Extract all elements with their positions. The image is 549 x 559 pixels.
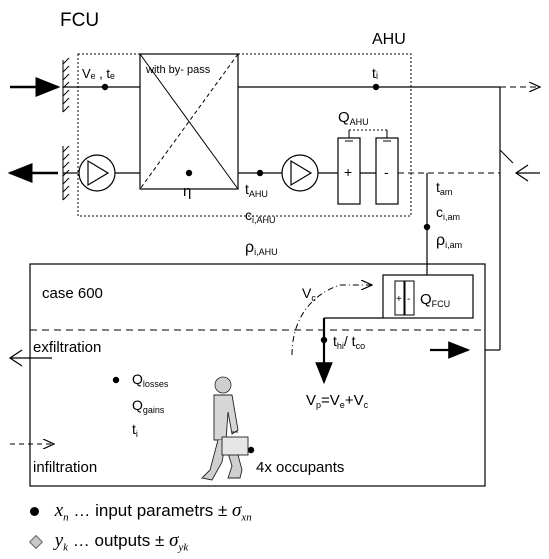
marker-occupants: [247, 446, 255, 454]
marker-ti-top: [372, 83, 380, 91]
q-gains-label: Qgains: [132, 397, 165, 415]
infiltration-label: infiltration: [33, 459, 97, 476]
rho-am-label: ρi,am: [436, 232, 462, 250]
t-ahu-label: tAHU: [245, 181, 268, 199]
coil-plus: +: [344, 164, 352, 180]
bypass-label: with by- pass: [145, 64, 211, 76]
q-losses-label: Qlosses: [132, 371, 169, 389]
exfiltration-label: exfiltration: [33, 339, 101, 356]
coil-minus: -: [384, 164, 389, 180]
fcu-unit: + -: [382, 274, 474, 319]
occupant-figure-icon: [201, 376, 249, 481]
marker-t-ahu: [256, 169, 264, 177]
q-ahu-label: QAHU: [338, 109, 369, 127]
ahu-boundary: [77, 53, 412, 217]
q-fcu-label: QFCU: [420, 291, 450, 309]
fcu-title: FCU: [60, 10, 99, 31]
supply-fan: [281, 154, 319, 192]
legend-inputs: xn … input parametrs ± σxn: [28, 500, 252, 523]
input-markers: [101, 83, 431, 454]
ti-room-label: ti: [132, 421, 138, 439]
marker-eta: [185, 169, 193, 177]
vp-equation: Vp=Ve+Vc: [306, 392, 369, 410]
svg-text:+: +: [396, 294, 402, 305]
c-am-label: ci,am: [436, 204, 460, 222]
legend-outputs: yk … outputs ± σyk: [28, 530, 188, 553]
eta-label: η: [183, 183, 191, 200]
return-duct-bend: [499, 149, 514, 164]
marker-ve-te: [101, 83, 109, 91]
input-marker-icon: [30, 507, 39, 517]
ahu-coils: [337, 129, 399, 205]
thi-tco-label: thi/ tco: [333, 333, 365, 351]
ahu-title: AHU: [372, 31, 406, 48]
output-marker-icon: [28, 534, 44, 549]
room-boundary: [29, 263, 486, 487]
occupants-label: 4x occupants: [256, 459, 344, 476]
outdoor-wall: [62, 57, 70, 201]
c-ahu-label: ci,AHU: [245, 207, 276, 225]
rho-ahu-label: ρi,AHU: [245, 239, 278, 257]
svg-text:-: -: [407, 294, 410, 305]
exfiltration-arrow: [8, 349, 52, 367]
marker-q-losses: [112, 376, 120, 384]
heat-exchanger: [139, 53, 239, 190]
vc-label: Vc: [302, 285, 316, 303]
t-am-label: tam: [436, 179, 452, 197]
exhaust-fan: [78, 154, 116, 192]
exhaust-return-arrow: [514, 164, 540, 182]
ti-top-label: tᵢ: [372, 65, 378, 81]
ve-te-label: Vₑ , tₑ: [82, 66, 115, 81]
case-label: case 600: [42, 285, 103, 302]
